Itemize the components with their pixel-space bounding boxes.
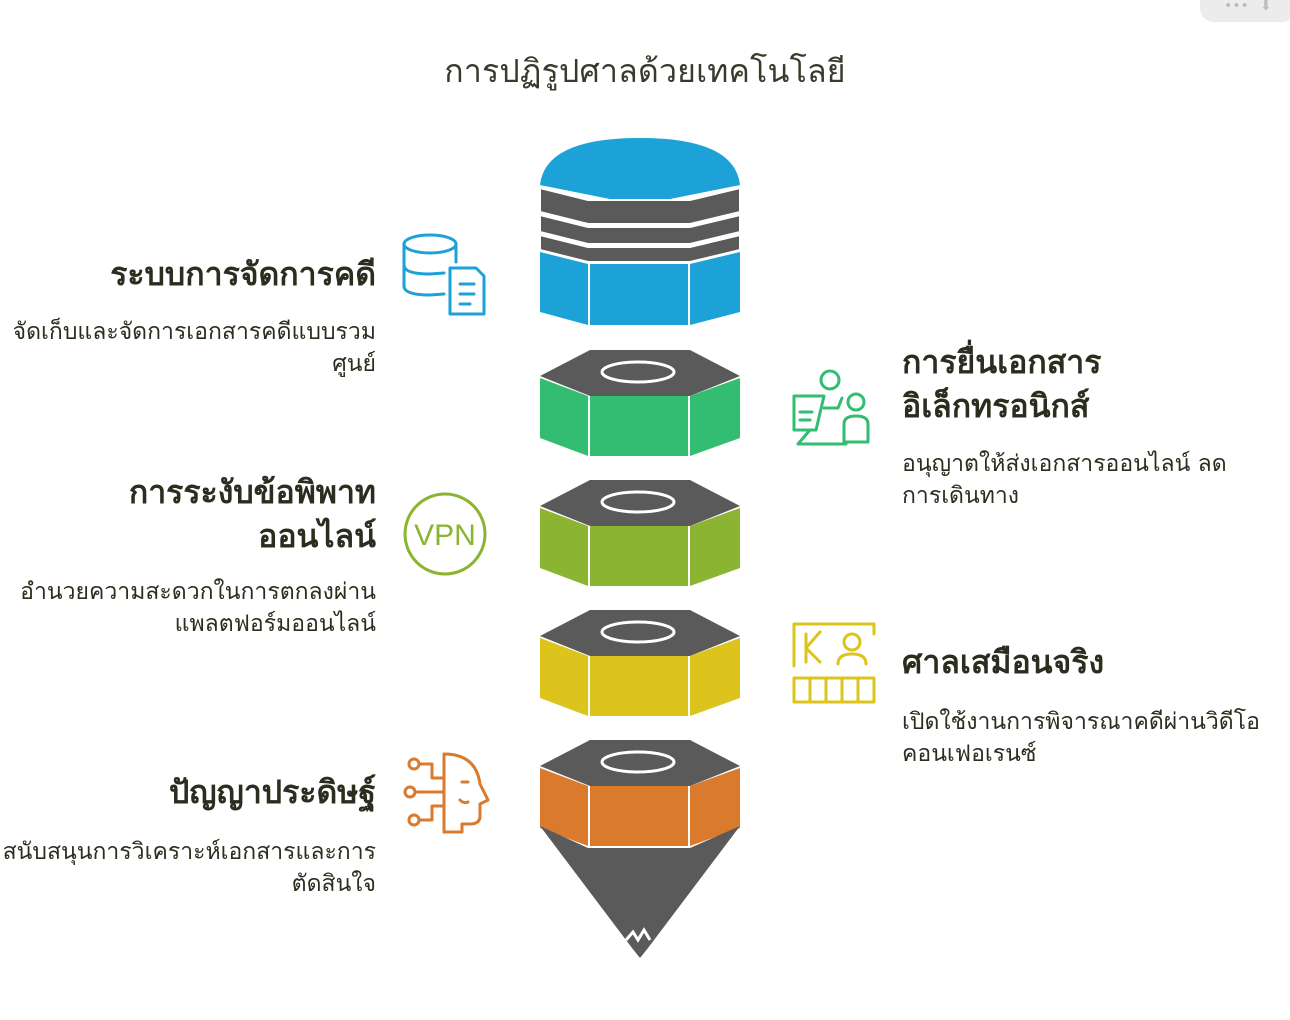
diagram-title: การปฏิรูปศาลด้วยเทคโนโลยี (444, 52, 846, 90)
tower-cap-block (539, 138, 741, 325)
download-icon[interactable]: ⬇ (1260, 0, 1272, 14)
ai-head-icon (403, 752, 490, 834)
item-description: จัดเก็บและจัดการเอกสารคดีแบบรวมศูนย์ (12, 319, 376, 377)
cap-face-right (690, 252, 740, 325)
vpn-icon: VPN (403, 492, 487, 576)
nut-face-left (540, 378, 588, 456)
nut-face-left (540, 768, 588, 846)
svg-text:VPN: VPN (414, 519, 476, 552)
nut-face-left (540, 508, 588, 586)
item-description: สนับสนุนการวิเคราะห์เอกสารและการตัดสินใจ (2, 839, 376, 897)
nut-face-middle (590, 786, 688, 846)
item-description: อำนวยความสะดวกในการตกลงผ่านแพลตฟอร์มออนไ… (20, 579, 376, 637)
item-heading: การระงับข้อพิพาทออนไลน์ (128, 473, 376, 555)
item-heading: การยื่นเอกสารอิเล็กทรอนิกส์ (902, 343, 1102, 425)
tower-point (540, 826, 740, 958)
nut-face-middle (590, 396, 688, 456)
cap-band (539, 233, 741, 263)
item-heading: ระบบการจัดการคดี (110, 255, 376, 293)
person-at-laptop-icon (792, 369, 870, 446)
cap-face-middle (590, 264, 688, 325)
nut-green-block (540, 350, 740, 456)
nut-orange-block (540, 740, 740, 846)
cap-face-left (540, 252, 588, 325)
nut-hole (600, 620, 676, 644)
nut-face-right (690, 378, 740, 456)
nut-top-face (540, 480, 740, 526)
toolbar-widget[interactable]: ••• ⬇ (1200, 0, 1290, 22)
nut-face-right (690, 638, 740, 716)
nut-top-face (540, 610, 740, 656)
item-heading: ปัญญาประดิษฐ์ (168, 773, 376, 811)
virtual-court-icon (792, 622, 876, 704)
nut-hole (600, 750, 676, 774)
cap-dome (540, 138, 740, 205)
cap-band (539, 186, 741, 225)
nut-lime-block (540, 480, 740, 586)
nut-top-face (540, 350, 740, 396)
nut-yellow-block (540, 610, 740, 716)
item-description: อนุญาตให้ส่งเอกสารออนไลน์ ลดการเดินทาง (902, 451, 1227, 509)
cap-band (539, 213, 741, 245)
more-icon[interactable]: ••• (1224, 0, 1249, 14)
nut-face-middle (590, 526, 688, 586)
nut-hole (600, 490, 676, 514)
nut-face-right (690, 508, 740, 586)
item-description: เปิดใช้งานการพิจารณาคดีผ่านวิดีโอคอนเฟอเ… (902, 709, 1260, 767)
nut-top-face (540, 740, 740, 786)
nut-face-middle (590, 656, 688, 716)
nut-face-right (690, 768, 740, 846)
item-heading: ศาลเสมือนจริง (902, 643, 1105, 681)
nut-face-left (540, 638, 588, 716)
database-document-icon (402, 233, 486, 316)
nut-hole (600, 360, 676, 384)
